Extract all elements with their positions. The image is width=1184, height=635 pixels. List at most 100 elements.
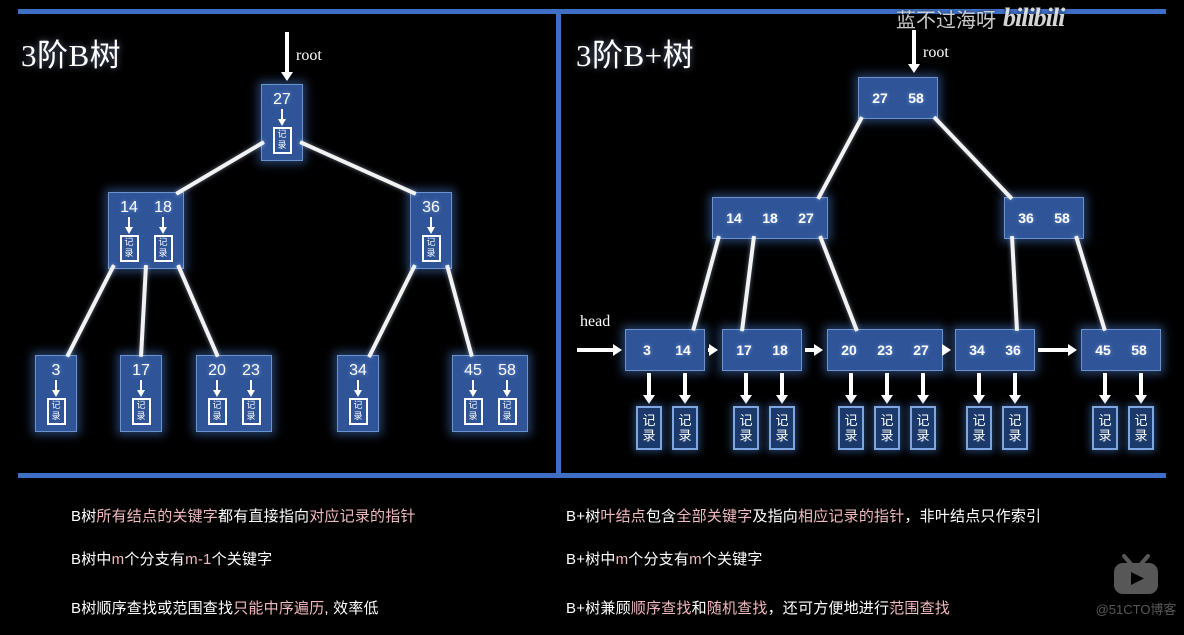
arrow-shaft xyxy=(921,373,925,396)
record-char: 记 xyxy=(739,413,753,428)
bullet-highlight: m xyxy=(615,551,629,568)
record-char: 录 xyxy=(972,428,986,443)
record-char: 录 xyxy=(212,411,222,422)
key-value: 34 xyxy=(349,362,367,379)
bullet-text: B+树中 xyxy=(566,551,616,568)
key-value: 20 xyxy=(841,341,857,358)
record-char: 记 xyxy=(844,413,858,428)
record-box: 记录 xyxy=(733,406,759,450)
arrow-head xyxy=(1009,395,1021,404)
head-arrow-icon xyxy=(577,344,623,356)
record-box: 记录 xyxy=(241,398,261,425)
arrow-head xyxy=(881,395,893,404)
arrow-head xyxy=(973,395,985,404)
tree-edge xyxy=(174,140,266,196)
record-char: 录 xyxy=(844,428,858,443)
arrow-head xyxy=(814,344,823,356)
record-char: 录 xyxy=(51,411,61,422)
arrow-head xyxy=(917,395,929,404)
record-char: 录 xyxy=(277,140,287,151)
record-box: 记录 xyxy=(421,235,441,262)
key-value: 27 xyxy=(872,89,888,106)
record-pointer-arrow-icon xyxy=(973,373,985,405)
record-char: 记 xyxy=(124,237,134,248)
bplus-key-cell: 20 xyxy=(831,342,867,359)
key-value: 45 xyxy=(1095,341,1111,358)
record-pointer-arrow-icon xyxy=(246,380,257,398)
record-char: 记 xyxy=(277,129,287,140)
bplus-key-cell: 14 xyxy=(665,342,701,359)
leaf-link-arrow-icon xyxy=(805,344,824,356)
record-char: 记 xyxy=(136,400,146,411)
bullet-line: B树所有结点的关键字都有直接指向对应记录的指针 xyxy=(71,505,416,526)
bplus-key-cell: 58 xyxy=(898,90,934,107)
record-pointer-arrow-icon xyxy=(353,380,364,398)
key-value: 58 xyxy=(1131,341,1147,358)
record-box: 记录 xyxy=(874,406,900,450)
tree-edge xyxy=(299,140,417,196)
record-char: 记 xyxy=(775,413,789,428)
key-value: 45 xyxy=(464,362,482,379)
vertical-divider-rule xyxy=(556,9,561,478)
key-value: 27 xyxy=(798,209,814,226)
bullet-text: 个分支有 xyxy=(124,551,186,568)
bullet-highlight: 对应记录的指针 xyxy=(309,508,416,525)
bplus-key-cell: 34 xyxy=(959,342,995,359)
left-panel-title: 3阶B树 xyxy=(21,38,122,73)
record-char: 录 xyxy=(1098,428,1112,443)
record-box: 记录 xyxy=(1002,406,1028,450)
bplus-key-cell: 17 xyxy=(726,342,762,359)
record-box: 记录 xyxy=(1128,406,1154,450)
bullet-highlight: 叶结点 xyxy=(600,508,646,525)
record-pointer-arrow-icon xyxy=(51,380,62,398)
record-char: 录 xyxy=(353,411,363,422)
root-arrow-icon xyxy=(908,30,920,74)
key-value: 58 xyxy=(1054,209,1070,226)
record-char: 录 xyxy=(158,248,168,259)
record-char: 录 xyxy=(246,411,256,422)
record-char: 记 xyxy=(1134,413,1148,428)
bilibili-tv-icon xyxy=(1114,554,1158,594)
arrow-shaft xyxy=(1013,373,1017,396)
bullet-text: 个关键字 xyxy=(211,551,273,568)
record-pointer-arrow-icon xyxy=(1135,373,1147,405)
tree-edge xyxy=(445,264,474,358)
arrow-head xyxy=(908,64,920,73)
bplus-key-cell: 45 xyxy=(1085,342,1121,359)
record-pointer-arrow-icon xyxy=(426,217,437,235)
arrow-shaft xyxy=(780,373,784,396)
record-char: 录 xyxy=(678,428,692,443)
bullet-line: B树顺序查找或范围查找只能中序遍历, 效率低 xyxy=(71,597,379,618)
record-pointer-arrow-icon xyxy=(643,373,655,405)
key-value: 23 xyxy=(877,341,893,358)
record-char: 记 xyxy=(880,413,894,428)
record-pointer-arrow-icon xyxy=(277,109,288,127)
arrow-head xyxy=(1099,395,1111,404)
bplus-key-cell: 27 xyxy=(862,90,898,107)
arrow-shaft xyxy=(285,32,289,73)
record-box: 记录 xyxy=(636,406,662,450)
tree-edge xyxy=(691,235,721,332)
watermark-top-text: 蓝不过海呀 xyxy=(896,9,996,32)
arrow-head xyxy=(679,395,691,404)
arrow-shaft xyxy=(1103,373,1107,396)
key-value: 14 xyxy=(120,199,138,216)
bullet-text: B+树 xyxy=(566,508,601,525)
arrow-shaft xyxy=(1038,348,1069,352)
bullet-highlight: 所有结点的关键字 xyxy=(96,508,219,525)
bplus-node: 45 58 xyxy=(1081,329,1161,371)
record-box: 记录 xyxy=(153,235,173,262)
tree-edge xyxy=(367,264,417,358)
